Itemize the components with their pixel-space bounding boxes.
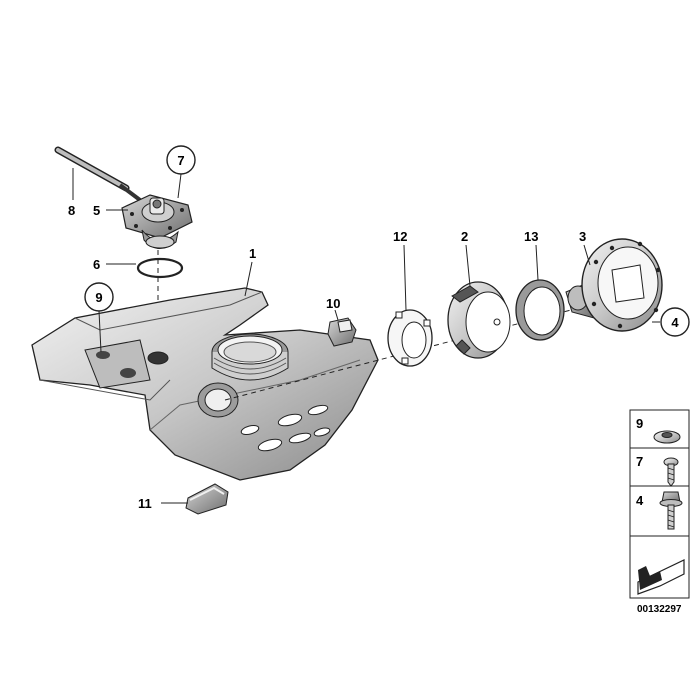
lock-ring-part — [447, 281, 511, 359]
callout-10-label: 10 — [326, 296, 340, 311]
clip-part — [327, 317, 357, 347]
o-ring-part — [136, 257, 184, 279]
washer-icon — [653, 430, 681, 444]
arrow-icon — [637, 559, 685, 595]
callout-3: 3 — [579, 229, 586, 244]
callout-7-label: 7 — [177, 153, 184, 168]
callout-13-label: 13 — [524, 229, 538, 244]
callout-10: 10 — [326, 296, 340, 311]
callout-11-label: 11 — [138, 496, 152, 511]
callout-11: 11 — [138, 496, 152, 511]
diagram-id: 00132297 — [637, 604, 682, 615]
parts-legend: 9 7 4 — [629, 409, 690, 599]
legend-label-4: 4 — [636, 493, 644, 508]
callout-9: 9 — [84, 282, 114, 312]
cover-part — [565, 238, 663, 332]
callout-12: 12 — [393, 229, 407, 244]
callout-4-label: 4 — [671, 315, 679, 330]
callout-1: 1 — [249, 246, 256, 261]
tank-housing-part — [31, 287, 379, 481]
callout-9-label: 9 — [95, 290, 102, 305]
callout-8: 8 — [68, 203, 75, 218]
cable-part — [54, 146, 142, 202]
leader-lines — [72, 168, 660, 504]
callout-8-label: 8 — [68, 203, 75, 218]
callout-5-label: 5 — [93, 203, 100, 218]
callout-2: 2 — [461, 229, 468, 244]
screw-icon — [663, 457, 679, 487]
callout-12-label: 12 — [393, 229, 407, 244]
sender-unit-part — [121, 194, 193, 249]
callout-4: 4 — [660, 307, 690, 337]
callout-6: 6 — [93, 257, 100, 272]
lock-plate-part — [387, 309, 433, 367]
callout-2-label: 2 — [461, 229, 468, 244]
bolt-icon — [659, 491, 683, 530]
callout-5: 5 — [93, 203, 100, 218]
legend-label-9: 9 — [636, 416, 643, 431]
callout-13: 13 — [524, 229, 538, 244]
callout-3-label: 3 — [579, 229, 586, 244]
strip-part — [185, 483, 229, 515]
callout-1-label: 1 — [249, 246, 256, 261]
legend-label-7: 7 — [636, 454, 643, 469]
callout-7: 7 — [166, 145, 196, 175]
sealing-ring-part — [515, 279, 565, 341]
callout-6-label: 6 — [93, 257, 100, 272]
